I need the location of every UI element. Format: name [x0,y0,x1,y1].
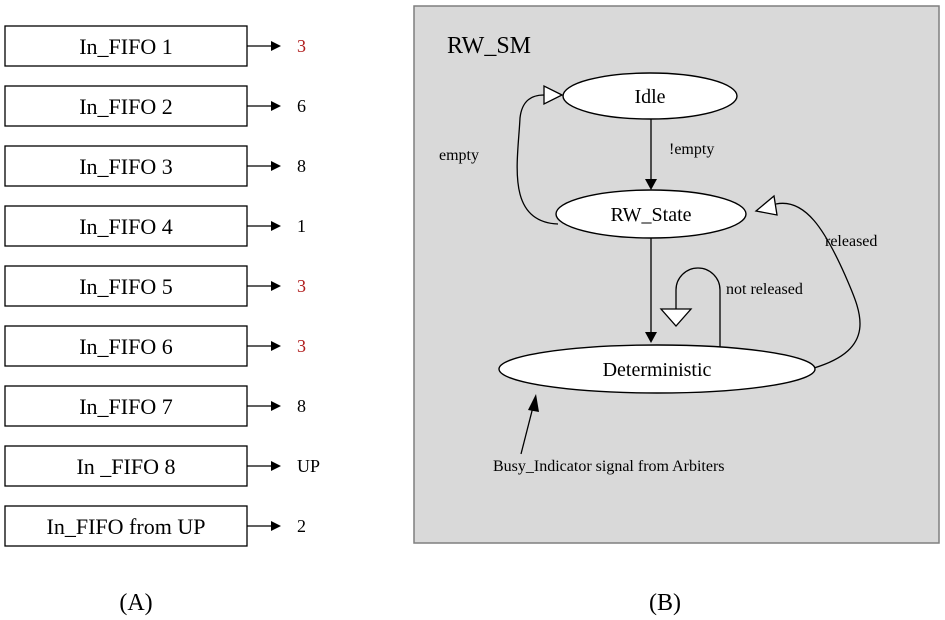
fifo-arrowhead [271,341,281,351]
fifo-destination: UP [297,456,320,476]
fifo-arrowhead [271,281,281,291]
fifo-label: In _FIFO 8 [76,454,175,479]
fifo-box [4,85,248,127]
label-not-released: not released [726,281,803,298]
fifo-label: In_FIFO 3 [79,154,173,179]
fifo-arrowhead [271,161,281,171]
fifo-label: In_FIFO from UP [47,514,206,539]
fifo-label: In_FIFO 6 [79,334,173,359]
fifo-box [4,265,248,307]
fifo-label: In_FIFO 7 [79,394,173,419]
state-idle [562,72,738,120]
fifo-label: In_FIFO 1 [79,34,173,59]
busy-indicator-arrow [520,406,534,455]
fifo-destination: 3 [297,36,306,56]
state-rw-state-label: RW_State [610,204,691,226]
arrowhead-deterministic-self-loop [659,308,693,327]
edge-rwstate-to-idle [516,94,559,225]
fifo-destination: 3 [297,276,306,296]
fifo-arrowhead [271,101,281,111]
caption-b: (B) [649,590,681,616]
fifo-label: In_FIFO 4 [79,214,173,239]
arrowhead-rwstate-to-idle [543,84,564,106]
fifo-row: In_FIFO 7 8 [4,385,306,427]
state-idle-label: Idle [634,86,665,108]
fifo-box [4,505,248,547]
fifo-box [4,205,248,247]
edge-deterministic-to-rwstate [775,202,861,369]
fifo-destination: 8 [297,156,306,176]
fifo-row: In_FIFO 1 3 [4,25,306,67]
fifo-row: In _FIFO 8 UP [4,445,320,487]
fifo-row: In_FIFO 4 1 [4,205,306,247]
fifo-row: In_FIFO 3 8 [4,145,306,187]
fifo-row: In_FIFO 2 6 [4,85,306,127]
fifo-box [4,385,248,427]
state-deterministic-label: Deterministic [603,359,712,381]
fifo-arrowhead [271,521,281,531]
fifo-arrowhead [271,221,281,231]
label-empty: empty [439,147,479,164]
state-deterministic [498,344,816,394]
fifo-destination: 8 [297,396,306,416]
fifo-box [4,25,248,67]
fifo-box [4,145,248,187]
fifo-label: In_FIFO 2 [79,94,173,119]
fifo-destination: 6 [297,96,306,116]
edge-deterministic-self-loop [675,267,721,347]
busy-indicator-arrowhead [528,394,539,412]
fifo-arrowhead [271,461,281,471]
state-rw-state [555,189,747,239]
label-not-empty: !empty [669,141,714,158]
fifo-row: In_FIFO from UP 2 [4,505,306,547]
fifo-destination: 2 [297,516,306,536]
caption-a: (A) [119,590,152,616]
fifo-row: In_FIFO 5 3 [4,265,306,307]
label-released: released [825,233,877,250]
state-machine-title: RW_SM [447,33,531,59]
fifo-destination: 3 [297,336,306,356]
busy-indicator-label: Busy_Indicator signal from Arbiters [493,458,725,475]
fifo-arrowhead [271,401,281,411]
arrowhead-deterministic-to-rwstate [754,194,778,216]
fifo-row: In_FIFO 6 3 [4,325,306,367]
fifo-label: In_FIFO 5 [79,274,173,299]
arrowhead-rwstate-to-deterministic [645,332,657,343]
fifo-arrowhead [271,41,281,51]
fifo-destination: 1 [297,216,306,236]
arrowhead-idle-to-rwstate [645,179,657,190]
